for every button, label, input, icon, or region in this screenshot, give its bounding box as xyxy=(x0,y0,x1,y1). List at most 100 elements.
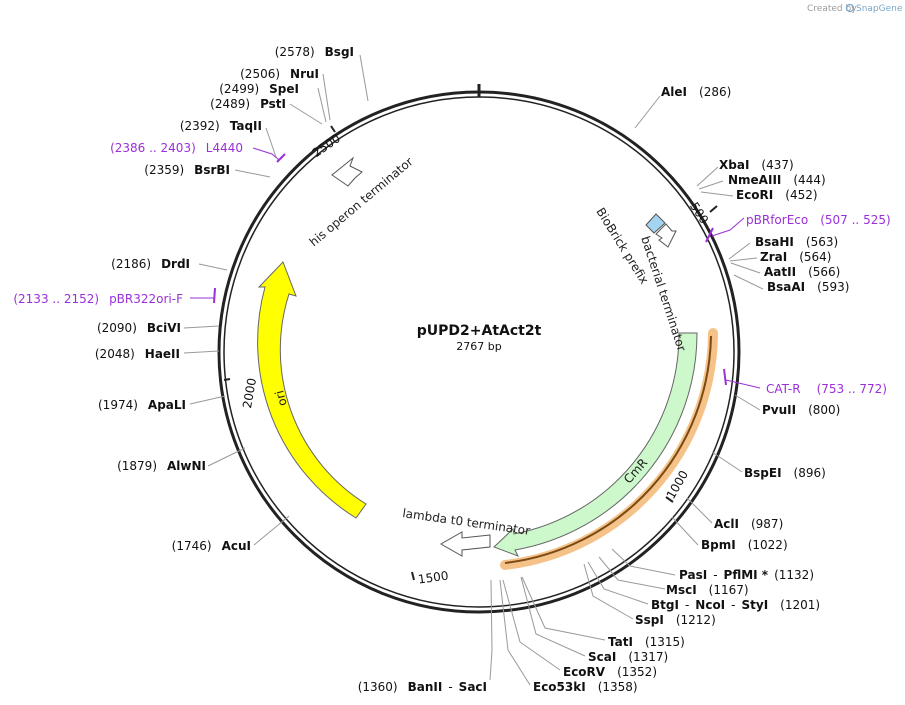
enzyme-name: XbaI xyxy=(719,158,749,172)
svg-text:BsaAI(593): BsaAI(593) xyxy=(767,280,849,294)
enzyme-name: PflMI * xyxy=(724,568,769,582)
enzyme-name: BsaHI xyxy=(755,235,794,249)
svg-text:(1879)AlwNI: (1879) AlwNI xyxy=(117,459,206,473)
enzyme-dash: - xyxy=(731,598,735,612)
enzyme-pos: (1022) xyxy=(748,538,788,552)
enzyme-pos: (1201) xyxy=(780,598,820,612)
svg-text:XbaI(437): XbaI (437) xyxy=(719,158,794,172)
snapgene-logo-icon xyxy=(845,3,855,13)
his-terminator-label: his operon terminator xyxy=(307,154,416,249)
enzyme-name: PasI xyxy=(679,568,707,582)
svg-text:Eco53kI(1358): Eco53kI (1358) xyxy=(533,680,638,694)
enzyme-pos: (437) xyxy=(761,158,793,172)
svg-text:(2392)TaqII: (2392)TaqII xyxy=(180,119,262,133)
svg-text:BspEI(896): BspEI(896) xyxy=(744,466,826,480)
enzyme-pos: (1746) xyxy=(172,539,212,553)
enzyme-name: BtgI xyxy=(651,598,679,612)
enzyme-name: EcoRV xyxy=(563,665,606,679)
tick-1500-label: 1500 xyxy=(417,568,449,586)
primer-range: (2386 .. 2403) xyxy=(110,141,196,155)
enzyme-name: Eco53kI xyxy=(533,680,586,694)
enzyme-pos: (1358) xyxy=(598,680,638,694)
ori-feature[interactable] xyxy=(257,261,367,519)
enzyme-labels-left: (2578)BsgI (2506)NruI (2499)SpeI (2489)P… xyxy=(95,45,487,694)
svg-text:PvuII(800): PvuII(800) xyxy=(762,403,840,417)
enzyme-name: BciVI xyxy=(147,321,181,335)
enzyme-pos: (2090) xyxy=(97,321,137,335)
svg-text:AatII(566): AatII(566) xyxy=(764,265,840,279)
enzyme-pos: (2048) xyxy=(95,347,135,361)
enzyme-pos: (564) xyxy=(799,250,831,264)
svg-text:(2090)BciVI: (2090) BciVI xyxy=(97,321,181,335)
enzyme-name: AlwNI xyxy=(167,459,206,473)
enzyme-name: NcoI xyxy=(695,598,725,612)
enzyme-pos: (1212) xyxy=(676,613,716,627)
enzyme-name: ZraI xyxy=(760,250,787,264)
backbone xyxy=(217,84,741,614)
plasmid-size: 2767 bp xyxy=(456,340,501,353)
biobrick-prefix-feature[interactable] xyxy=(645,213,666,234)
svg-text:(2489)PstI: (2489) PstI xyxy=(210,97,286,111)
svg-text:(1746)AcuI: (1746)AcuI xyxy=(172,539,251,553)
enzyme-name: ScaI xyxy=(588,650,616,664)
plasmid-name: pUPD2+AtAct2t xyxy=(417,323,542,339)
primer-labels: pBRforEco(507 .. 525) CAT-R(753 .. 772) … xyxy=(13,141,890,396)
tick-2000-label: 2000 xyxy=(240,377,259,410)
enzyme-pos: (2499) xyxy=(219,82,259,96)
enzyme-pos: (1317) xyxy=(628,650,668,664)
enzyme-name: BsgI xyxy=(325,45,354,59)
lambda-t0-terminator-feature[interactable] xyxy=(439,531,491,557)
svg-text:ZraI(564): ZraI (564) xyxy=(760,250,831,264)
enzyme-name: TaqII xyxy=(230,119,262,133)
enzyme-name: AclI xyxy=(714,517,739,531)
enzyme-labels-right: AleI(286) XbaI(437) NmeAIII(444) EcoRI(4… xyxy=(533,85,849,694)
svg-text:MscI(1167): MscI(1167) xyxy=(666,583,749,597)
svg-text:NmeAIII(444): NmeAIII(444) xyxy=(728,173,826,187)
svg-text:(2359)BsrBI: (2359)BsrBI xyxy=(144,163,230,177)
svg-text:EcoRV(1352): EcoRV (1352) xyxy=(563,665,657,679)
svg-text:(2386 .. 2403)L4440: (2386 .. 2403)L4440 xyxy=(110,141,243,155)
svg-text:ScaI(1317): ScaI (1317) xyxy=(588,650,668,664)
svg-text:AclI(987): AclI(987) xyxy=(714,517,783,531)
enzyme-name: NruI xyxy=(290,67,319,81)
enzyme-name: SspI xyxy=(635,613,664,627)
lambda-t0-terminator-label: lambda t0 terminator xyxy=(402,506,531,538)
primer-name: pBRforEco xyxy=(746,213,808,227)
svg-text:SspI(1212): SspI (1212) xyxy=(635,613,716,627)
ori-label: ori xyxy=(272,389,290,408)
enzyme-name: BsrBI xyxy=(194,163,230,177)
enzyme-pos: (1352) xyxy=(617,665,657,679)
svg-text:pBRforEco(507 .. 525): pBRforEco (507 .. 525) xyxy=(746,213,891,227)
svg-text:BpmI(1022): BpmI (1022) xyxy=(701,538,788,552)
his-terminator-feature[interactable] xyxy=(331,156,363,187)
tick-2500-mark xyxy=(330,125,336,133)
enzyme-pos: (1132) xyxy=(774,568,814,582)
tick-2000-mark xyxy=(223,378,231,381)
svg-text:EcoRI(452): EcoRI(452) xyxy=(736,188,818,202)
enzyme-dash: - xyxy=(685,598,689,612)
enzyme-pos: (2578) xyxy=(275,45,315,59)
bacterial-terminator-feature[interactable] xyxy=(655,223,677,248)
svg-text:(1360)BanII-SacI: (1360)BanII-SacI xyxy=(358,680,487,694)
svg-text:BtgI-NcoI-StyI(1201): BtgI-NcoI-StyI(1201) xyxy=(651,598,820,612)
enzyme-pos: (563) xyxy=(806,235,838,249)
enzyme-pos: (1879) xyxy=(117,459,157,473)
enzyme-name: BpmI xyxy=(701,538,736,552)
enzyme-leaders-left xyxy=(183,54,369,546)
primer-name: pBR322ori-F xyxy=(109,292,183,306)
svg-text:BsaHI(563): BsaHI (563) xyxy=(755,235,838,249)
enzyme-name: BsaAI xyxy=(767,280,805,294)
enzyme-name: PstI xyxy=(260,97,286,111)
enzyme-pos: (1974) xyxy=(98,398,138,412)
enzyme-pos: (2489) xyxy=(210,97,250,111)
svg-text:CAT-R(753 .. 772): CAT-R(753 .. 772) xyxy=(766,382,887,396)
credit-brand: SnapGene xyxy=(856,4,903,14)
enzyme-name: MscI xyxy=(666,583,697,597)
cmr-feature[interactable] xyxy=(493,332,698,557)
primer-range: (507 .. 525) xyxy=(820,213,890,227)
enzyme-pos: (444) xyxy=(793,173,825,187)
enzyme-pos: (2506) xyxy=(240,67,280,81)
svg-text:(2578)BsgI: (2578) BsgI xyxy=(275,45,354,59)
enzyme-name: PvuII xyxy=(762,403,796,417)
enzyme-name: AleI xyxy=(661,85,687,99)
